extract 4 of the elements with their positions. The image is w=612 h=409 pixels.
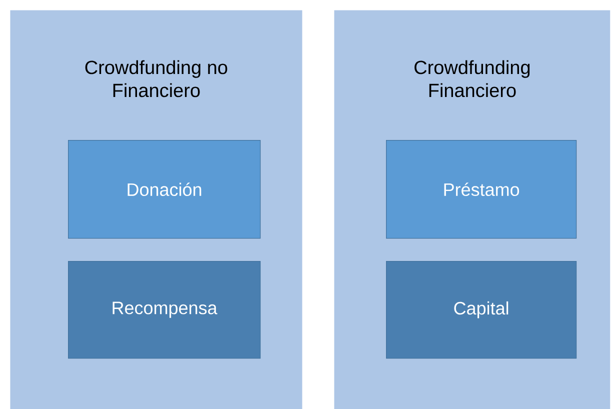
category-box: Donación [68, 140, 261, 239]
category-box: Préstamo [386, 140, 577, 239]
category-box: Capital [386, 261, 577, 359]
category-box: Recompensa [68, 261, 261, 359]
